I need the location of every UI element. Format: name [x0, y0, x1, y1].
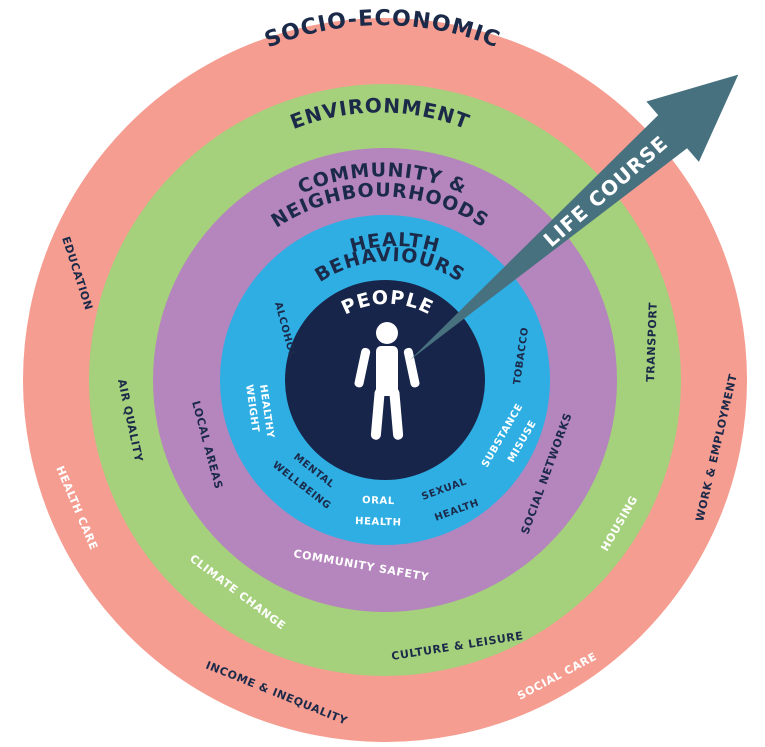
- person-icon: [354, 322, 420, 440]
- label-oral-health: HEALTH: [355, 516, 402, 529]
- label-oral: ORAL: [362, 495, 395, 507]
- label-transport: TRANSPORT: [644, 302, 660, 382]
